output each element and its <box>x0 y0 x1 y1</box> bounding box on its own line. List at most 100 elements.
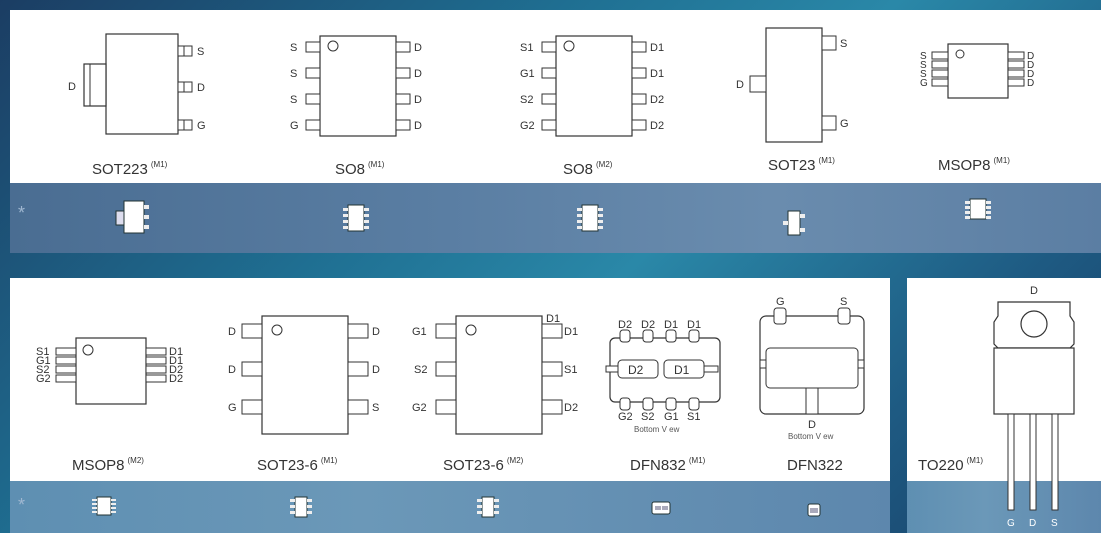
sot23-pin-s: S <box>840 38 847 50</box>
asterisk: * <box>18 203 26 223</box>
sot23-6-m2-pin: D2 <box>564 402 578 414</box>
dfn832-diagram: D2 D2 D1 D1 D2 D1 G2 S2 G1 S1 Bottom V e… <box>605 319 721 434</box>
msop8-m1-label: MSOP8(M1) <box>938 156 1010 174</box>
dfn832-top-pin: D2 <box>641 319 655 331</box>
so8-m2-pin: D2 <box>650 94 664 106</box>
msop8-m2-pin: G1 <box>36 355 51 367</box>
sot223-pin-d: D <box>197 82 205 94</box>
to220-tab-d: D <box>1030 285 1038 297</box>
msop8-m2-pin: G2 <box>36 373 51 385</box>
msop8-m2-pin: D2 <box>169 364 183 376</box>
sot23-6-m1-pin: D <box>372 364 380 376</box>
dfn322-pad-d: D <box>808 419 816 431</box>
sot23-6-m2-pin: G1 <box>412 326 427 338</box>
dfn322-thumb-icon <box>807 503 821 517</box>
so8-m1-pin: G <box>290 120 299 132</box>
sot23-diagram: S D G <box>736 27 849 143</box>
dfn322-diagram: G S D Bottom V ew <box>759 296 865 441</box>
sot223-diagram: S D G D <box>68 33 206 135</box>
so8-m2-pin: G1 <box>520 68 535 80</box>
dfn322-pin-g: G <box>776 296 785 308</box>
so8-m2-label: SO8(M2) <box>563 160 613 178</box>
sot23-thumb-icon <box>783 210 805 236</box>
sot23-label: SOT23(M1) <box>768 156 835 174</box>
to220-label: TO220(M1) <box>918 456 984 474</box>
msop8-m1-thumb-icon <box>965 198 991 220</box>
asterisk: * <box>18 495 26 515</box>
sot23-6-m2-label: SOT23-6(M2) <box>443 456 524 474</box>
so8-m2-diagram: S1 G1 S2 G2 D1 D1 D2 D2 <box>520 35 664 137</box>
so8-m1-pin: S <box>290 42 297 54</box>
dfn322-pin-s: S <box>840 296 847 308</box>
so8-m2-pin: S1 <box>520 42 533 54</box>
sot23-6-m2-pin: D1 <box>564 326 578 338</box>
msop8-m1-pin: D <box>1027 78 1034 89</box>
dfn832-thumb-icon <box>651 501 671 515</box>
msop8-m1-pin: D <box>1027 69 1034 80</box>
so8-m2-pin: D1 <box>650 42 664 54</box>
sot23-pin-d: D <box>736 79 744 91</box>
so8-m2-pin: D1 <box>650 68 664 80</box>
dfn832-note: Bottom V ew <box>634 425 680 434</box>
sot23-6-m2-pin: D1 <box>546 314 560 325</box>
dfn832-bottom-pin: G2 <box>618 411 633 423</box>
msop8-m1-pin: S <box>920 69 927 80</box>
sot23-pin-g: G <box>840 118 849 130</box>
msop8-m2-pin: D1 <box>169 346 183 358</box>
sot223-tab-d: D <box>68 81 76 93</box>
msop8-m1-pin: D <box>1027 60 1034 71</box>
sot23-6-m1-thumb-icon <box>290 496 312 518</box>
so8-m1-pin: S <box>290 94 297 106</box>
msop8-m1-pin: G <box>920 78 928 89</box>
msop8-m2-pin: D1 <box>169 355 183 367</box>
sot223-pin-g: G <box>197 120 206 132</box>
sot23-6-m1-right-pins: D D S <box>372 326 380 414</box>
sot23-6-m2-diagram: G1 S2 G2 D1 <box>412 314 563 435</box>
dfn832-bottom-pin: G1 <box>664 411 679 423</box>
dfn832-pad: D1 <box>674 363 690 377</box>
so8-m1-diagram: S S S G D D D D <box>290 35 422 137</box>
so8-m1-pin: D <box>414 94 422 106</box>
panel-row1: S D G D SOT223(M1) S S S G D D D D SO8(M… <box>10 10 1101 183</box>
dfn322-note: Bottom V ew <box>788 432 834 441</box>
msop8-m1-diagram: S S S G D D D D <box>920 43 1034 99</box>
so8-m2-pin: S2 <box>520 94 533 106</box>
strip-to220 <box>907 481 1101 533</box>
msop8-m2-thumb-icon <box>92 496 116 516</box>
to220-diagram: D G D S <box>993 285 1075 529</box>
sot23-6-m1-diagram: D D G <box>228 315 369 435</box>
to220-pin-s: S <box>1051 518 1058 529</box>
sot23-6-m2-pin: S2 <box>414 364 427 376</box>
sot223-pin-s: S <box>197 46 204 58</box>
sot23-6-m1-pin: S <box>372 402 379 414</box>
so8-m1-pin: D <box>414 68 422 80</box>
msop8-m2-pin: S1 <box>36 346 49 358</box>
sot23-6-m1-pin: D <box>372 326 380 338</box>
msop8-m1-pin: S <box>920 60 927 71</box>
msop8-m1-pin: D <box>1027 51 1034 62</box>
to220-pin-d: D <box>1029 518 1036 529</box>
dfn832-top-pin: D2 <box>618 319 632 331</box>
dfn832-pad: D2 <box>628 363 644 377</box>
sot223-thumb-icon <box>115 200 149 234</box>
sot23-6-m2-thumb-icon <box>477 496 499 518</box>
sot23-6-m1-pin: D <box>228 364 236 376</box>
dfn832-top-pin: D1 <box>664 319 678 331</box>
dfn832-bottom-pin: S2 <box>641 411 654 423</box>
sot23-6-m2-right-pins: D1 S1 D2 <box>564 326 578 414</box>
so8-m1-pin: D <box>414 42 422 54</box>
so8-m2-thumb-icon <box>577 204 603 232</box>
dfn832-top-pin: D1 <box>687 319 701 331</box>
sot23-6-m1-label: SOT23-6(M1) <box>257 456 338 474</box>
msop8-m2-pin: D2 <box>169 373 183 385</box>
sot23-6-m1-pin: D <box>228 326 236 338</box>
so8-m1-label: SO8(M1) <box>335 160 385 178</box>
so8-m2-pin: G2 <box>520 120 535 132</box>
so8-m1-thumb-icon <box>343 204 369 232</box>
strip-row2: * <box>10 481 890 533</box>
strip-row1: * <box>10 183 1101 253</box>
to220-pin-g: G <box>1007 518 1015 529</box>
so8-m2-pin: D2 <box>650 120 664 132</box>
dfn322-label: DFN322 <box>787 457 843 474</box>
dfn832-label: DFN832(M1) <box>630 456 706 474</box>
